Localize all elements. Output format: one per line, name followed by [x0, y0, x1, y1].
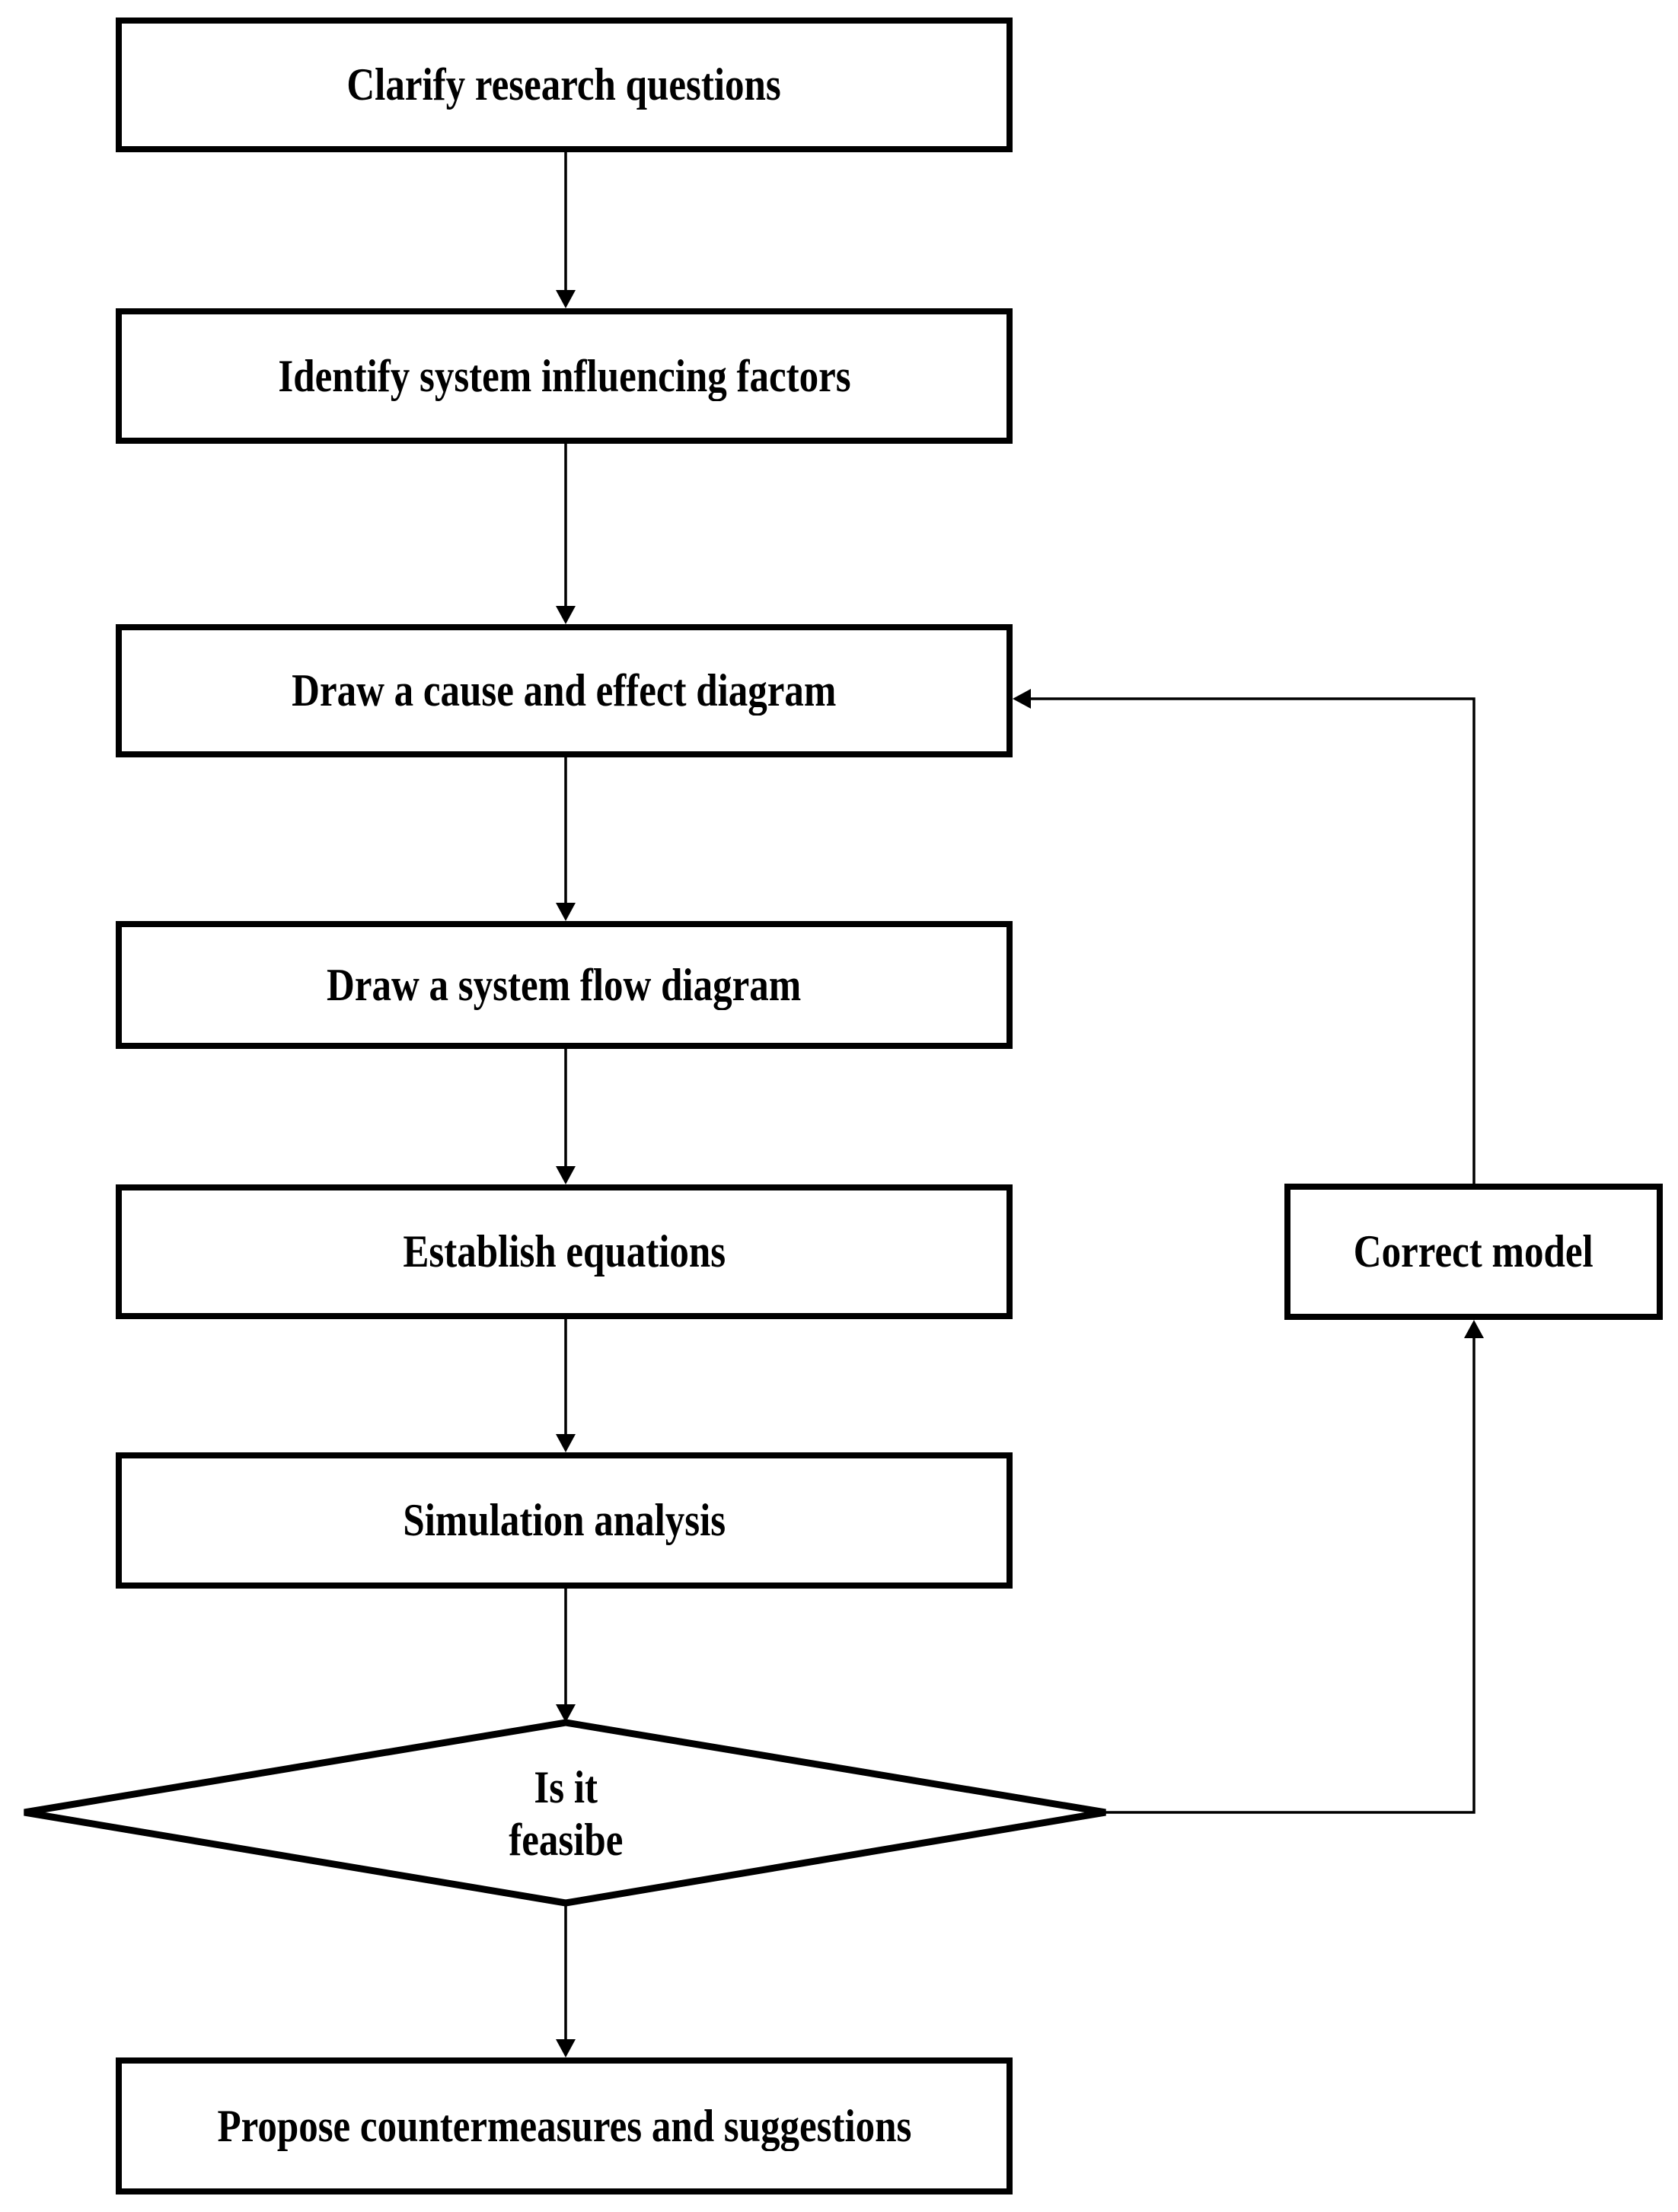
arrowhead-down-icon	[556, 903, 576, 921]
node-label: Clarify research questions	[346, 59, 782, 110]
node-label: Correct model	[1354, 1226, 1593, 1277]
node-label: Identify system influencing factors	[277, 350, 851, 401]
node-label: Draw a system flow diagram	[327, 959, 802, 1010]
arrowhead-down-icon	[556, 1434, 576, 1452]
process-box-propose-countermeasures: Propose countermeasures and suggestions	[116, 2057, 1013, 2194]
arrowhead-down-icon	[556, 1704, 576, 1723]
process-box-establish-equations: Establish equations	[116, 1184, 1013, 1319]
process-box-identify-influencing-factors: Identify system influencing factors	[116, 308, 1013, 444]
process-box-clarify-research-questions: Clarify research questions	[116, 18, 1013, 152]
arrowhead-down-icon	[556, 1166, 576, 1184]
decision-diamond-shape	[24, 1719, 1106, 1907]
edge-feasibility-to-correct-model	[1105, 1338, 1475, 1814]
node-label: Establish equations	[403, 1226, 726, 1277]
arrowhead-left-icon	[1013, 689, 1031, 709]
process-box-correct-model: Correct model	[1284, 1184, 1663, 1320]
node-label: Propose countermeasures and suggestions	[217, 2100, 911, 2151]
node-label: Draw a cause and effect diagram	[292, 665, 837, 716]
process-box-simulation-analysis: Simulation analysis	[116, 1452, 1013, 1589]
arrowhead-down-icon	[556, 290, 576, 308]
arrowhead-up-icon	[1464, 1320, 1484, 1338]
process-box-cause-effect-diagram: Draw a cause and effect diagram	[116, 624, 1013, 757]
decision-label-is-it-feasible: Is it feasibe	[337, 1739, 794, 1888]
process-box-system-flow-diagram: Draw a system flow diagram	[116, 921, 1013, 1049]
node-label: Simulation analysis	[403, 1495, 726, 1545]
edge-correct-model-to-cause-effect	[1031, 697, 1475, 1184]
decision-label-line1: Is it	[534, 1761, 598, 1812]
arrowhead-down-icon	[556, 606, 576, 624]
arrowhead-down-icon	[556, 2039, 576, 2057]
decision-label-line2: feasibe	[508, 1814, 624, 1865]
